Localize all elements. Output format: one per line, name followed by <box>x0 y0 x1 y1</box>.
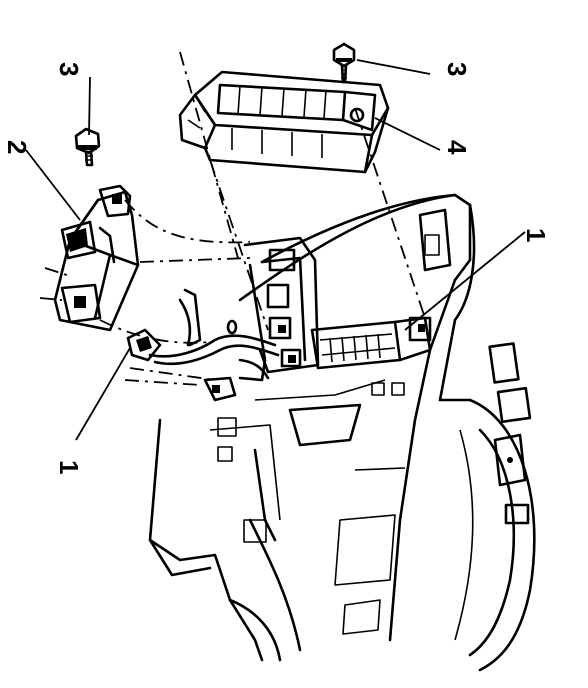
leader-lines <box>25 59 526 441</box>
callout-label: 3 <box>442 62 472 76</box>
control-module <box>53 184 140 332</box>
callout-label: 1 <box>54 460 84 474</box>
electrical-module <box>178 70 390 174</box>
data-link-connector <box>310 316 432 370</box>
callout-label: 3 <box>54 62 84 76</box>
callout-label: 4 <box>442 140 472 155</box>
bolt-left <box>74 127 101 167</box>
bolt-upper-right <box>332 42 356 84</box>
instrument-panel-housing <box>148 193 536 672</box>
callout-label: 1 <box>521 228 551 242</box>
mounting-bracket <box>238 236 320 382</box>
callout-labels: 1 1 2 3 3 4 <box>2 62 551 474</box>
alignment-lines <box>39 51 426 386</box>
callout-label: 2 <box>2 140 32 154</box>
